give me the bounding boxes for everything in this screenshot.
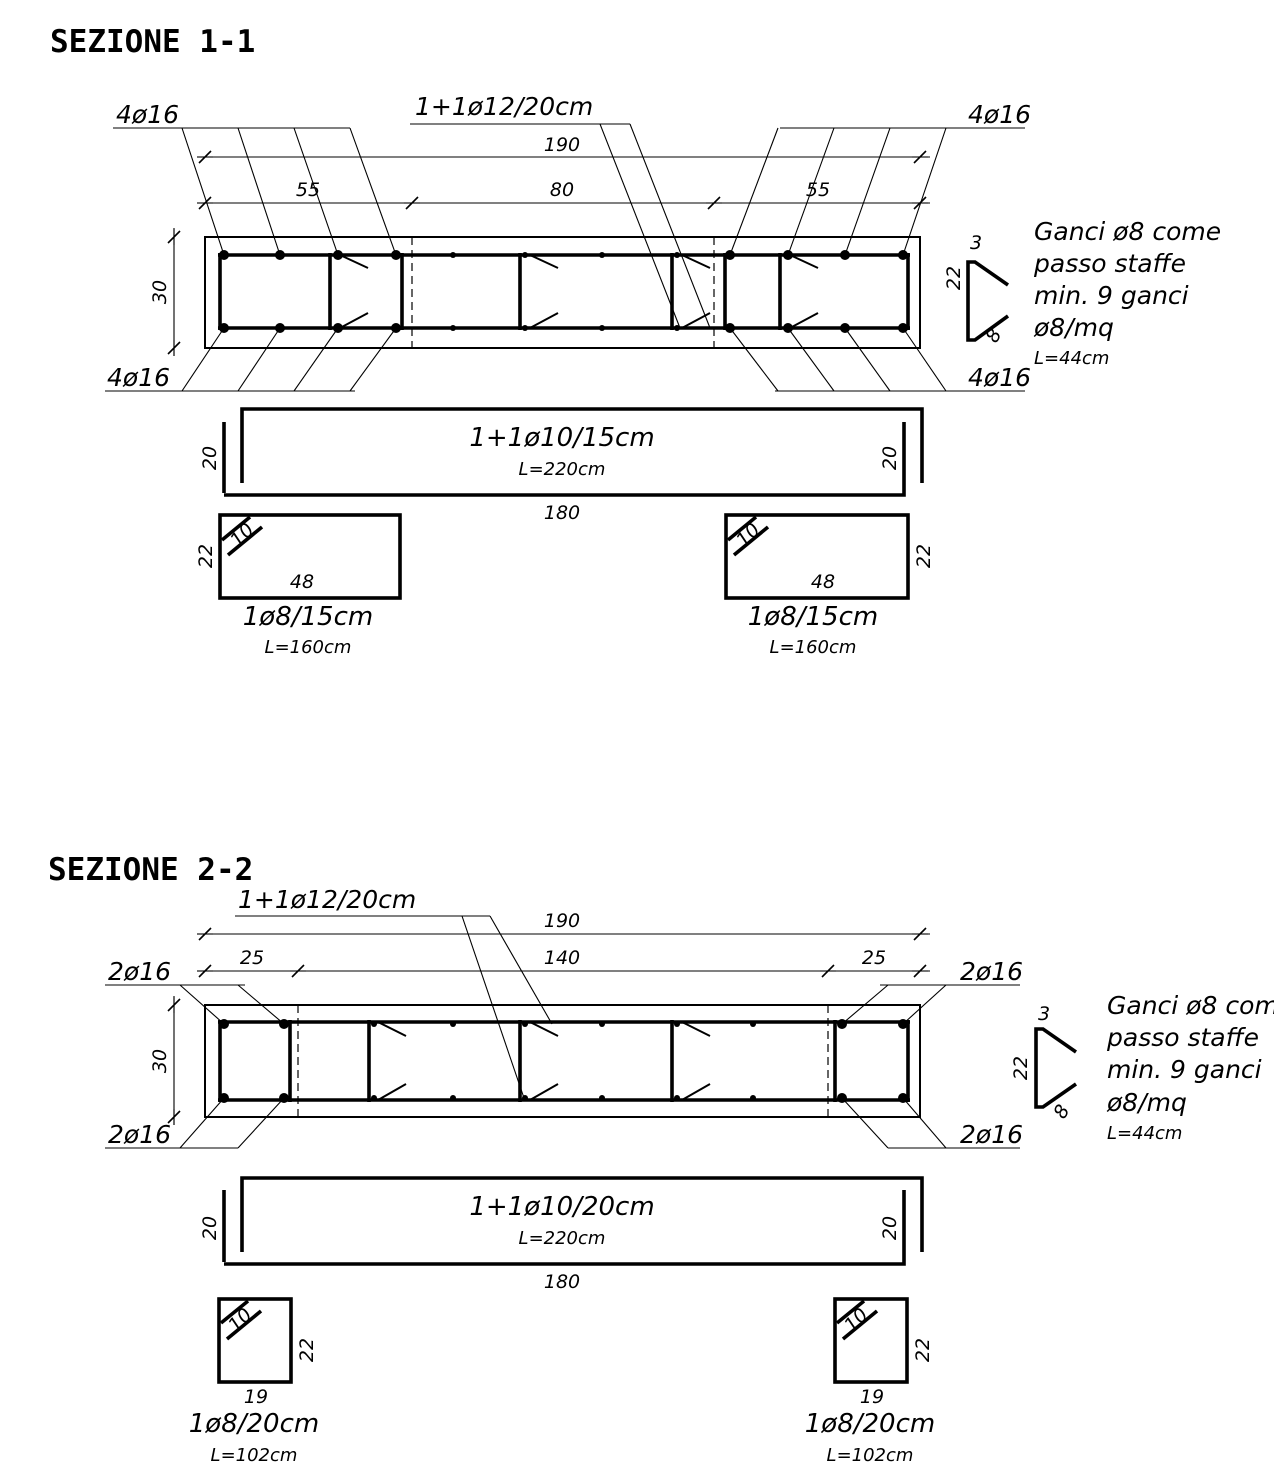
top-middle-bar-label: 1+1ø12/20cm: [415, 92, 593, 121]
stirrup-label: 1ø8/15cm: [748, 602, 878, 632]
stirrup-hook: 10: [226, 519, 259, 552]
stirrup-detail-left: 10 22 48 1ø8/15cm L=160cm: [195, 513, 402, 658]
hook-dim-bottom: 8: [1049, 1101, 1074, 1122]
dim-right: 25: [862, 947, 886, 969]
long-bar-dim-right: 20: [879, 1216, 901, 1240]
long-bar-length: L=220cm: [519, 459, 606, 480]
bottom-left-bar-label: 2ø16: [108, 1120, 171, 1149]
stirrup-length: L=102cm: [827, 1445, 914, 1466]
hook-dim-side: 22: [943, 266, 965, 290]
top-left-bar-label: 2ø16: [108, 957, 171, 986]
dimension-lines: 190 55 80 55 30: [149, 134, 930, 357]
long-bar-dim-right: 20: [879, 446, 901, 470]
section-title: SEZIONE 1-1: [50, 24, 255, 60]
stirrup-length: L=160cm: [770, 637, 857, 658]
section-2: SEZIONE 2-2 1+1ø12/20cm 190 25 140 25 30…: [48, 852, 1274, 1466]
hook-note-line-3: min. 9 ganci: [1034, 281, 1189, 310]
stirrup-width: 19: [860, 1386, 884, 1408]
dim-middle: 140: [544, 947, 580, 969]
stirrup-detail-left: 10 22 19 1ø8/20cm L=102cm: [189, 1297, 319, 1466]
stirrup-width: 19: [244, 1386, 268, 1408]
hook-detail: 3 22 8 Ganci ø8 com passo staffe min. 9 …: [1010, 991, 1274, 1144]
hook-dim-top: 3: [1038, 1003, 1050, 1025]
top-right-bar-label: 4ø16: [968, 100, 1031, 129]
hook-note-line-1: Ganci ø8 com: [1107, 991, 1274, 1020]
stirrup-width: 48: [290, 571, 314, 593]
bottom-right-bar-label: 2ø16: [960, 1120, 1023, 1149]
stirrup-label: 1ø8/20cm: [805, 1409, 935, 1439]
bottom-left-bar-label: 4ø16: [107, 363, 170, 392]
long-bar-dim-left: 20: [199, 446, 221, 470]
long-bar-dim-left: 20: [199, 1216, 221, 1240]
stirrup-height: 22: [913, 544, 935, 568]
long-bar-length: L=220cm: [519, 1228, 606, 1249]
long-bar-dim-bottom: 180: [544, 1271, 580, 1293]
long-bar-label: 1+1ø10/15cm: [469, 423, 654, 453]
section-1: SEZIONE 1-1 4ø16 1+1ø12/20cm 4ø16 4ø16 4…: [50, 24, 1221, 658]
top-middle-bar-label: 1+1ø12/20cm: [238, 885, 416, 914]
hook-note-line-4: ø8/mq: [1106, 1088, 1187, 1117]
hook-note-line-1: Ganci ø8 come: [1034, 217, 1221, 246]
hook-note-line-2: passo staffe: [1033, 249, 1186, 278]
stirrup-length: L=102cm: [211, 1445, 298, 1466]
long-bar-label: 1+1ø10/20cm: [469, 1192, 654, 1222]
longitudinal-bar-detail: 20 20 1+1ø10/20cm L=220cm 180: [199, 1176, 924, 1293]
longitudinal-bar-detail: 20 20 1+1ø10/15cm L=220cm 180: [199, 407, 924, 524]
hook-note-line-2: passo staffe: [1106, 1023, 1259, 1052]
dim-height: 30: [149, 1049, 171, 1073]
hook-length: L=44cm: [1107, 1123, 1182, 1144]
stirrup-detail-right: 10 22 19 1ø8/20cm L=102cm: [805, 1297, 935, 1466]
hook-dim-side: 22: [1010, 1056, 1032, 1080]
dim-height: 30: [149, 280, 171, 304]
stirrup-length: L=160cm: [265, 637, 352, 658]
dim-left: 55: [296, 179, 320, 201]
top-left-bar-label: 4ø16: [116, 100, 179, 129]
hook-note-line-3: min. 9 ganci: [1107, 1055, 1262, 1084]
stirrup-label: 1ø8/20cm: [189, 1409, 319, 1439]
dim-right: 55: [806, 179, 830, 201]
concrete-section: [204, 236, 921, 349]
stirrup-hook: 10: [224, 1304, 257, 1337]
reinforcement-bars: [218, 250, 910, 333]
dim-total: 190: [544, 910, 580, 932]
bottom-right-bar-label: 4ø16: [968, 363, 1031, 392]
leader-lines: [179, 984, 947, 1149]
long-bar-dim-bottom: 180: [544, 502, 580, 524]
top-right-bar-label: 2ø16: [960, 957, 1023, 986]
stirrup-hook: 10: [732, 519, 765, 552]
dim-total: 190: [544, 134, 580, 156]
stirrup-hook: 10: [840, 1304, 873, 1337]
stirrup-height: 22: [195, 544, 217, 568]
stirrup-height: 22: [912, 1338, 934, 1362]
hook-dim-top: 3: [970, 232, 982, 254]
stirrup-label: 1ø8/15cm: [243, 602, 373, 632]
hook-detail: 3 22 8 Ganci ø8 come passo staffe min. 9…: [943, 217, 1221, 369]
stirrup-height: 22: [296, 1338, 318, 1362]
concrete-section: [204, 1004, 921, 1118]
reinforcement-bars: [218, 1019, 910, 1103]
dim-left: 25: [240, 947, 264, 969]
dim-middle: 80: [550, 179, 574, 201]
hook-note-line-4: ø8/mq: [1033, 313, 1114, 342]
stirrup-width: 48: [811, 571, 835, 593]
dimension-lines: 190 25 140 25 30: [149, 910, 930, 1126]
section-title: SEZIONE 2-2: [48, 852, 253, 888]
stirrup-detail-right: 10 22 48 1ø8/15cm L=160cm: [724, 513, 935, 658]
hook-length: L=44cm: [1034, 348, 1109, 369]
leader-lines: [181, 123, 947, 392]
